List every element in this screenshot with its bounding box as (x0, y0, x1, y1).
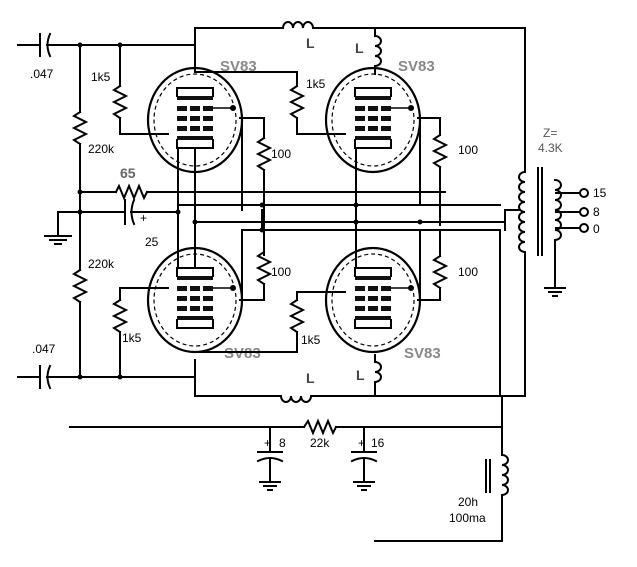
grid-segment (177, 116, 187, 121)
grid-segment (368, 126, 378, 131)
grid-segment (190, 126, 200, 131)
grid-segment (203, 286, 213, 291)
grid-stop-tl-label: 100 (271, 147, 291, 161)
tap-0-label: 0 (593, 222, 600, 236)
grid-res-top-label: 220k (88, 142, 115, 156)
grid-leak-network: 220k 220k 65 25 + (44, 44, 446, 378)
filter-cap-2-label: 16 (371, 436, 385, 450)
grid-segment (177, 306, 187, 311)
tube-top-right (324, 66, 422, 174)
cap-in-top-label: .047 (30, 67, 54, 81)
grid-segment (381, 296, 391, 301)
choke-bottom: L L (194, 354, 519, 403)
grid-segment (177, 126, 187, 131)
cathode-bar (355, 136, 391, 140)
tubes-layer (146, 66, 422, 354)
grid-segment (190, 286, 200, 291)
tube-label-bottom-right: SV83 (404, 345, 441, 362)
grid-segment (355, 296, 365, 301)
grid-segment (190, 106, 200, 111)
filter-plus-1: + (264, 436, 271, 450)
filter-cap-1-label: 8 (279, 436, 286, 450)
tube-label-bottom-left: SV83 (224, 345, 261, 362)
grid-segment (177, 296, 187, 301)
grid-segment (355, 286, 365, 291)
plate-bar (177, 96, 213, 100)
grid-segment (177, 286, 187, 291)
choke-bot-h-label: L (306, 370, 315, 386)
grid-segment (203, 296, 213, 301)
grid-segment (203, 306, 213, 311)
grid-stop-bl-label: 100 (271, 265, 291, 279)
grid-segment (203, 126, 213, 131)
g2-res-tr-label: 1k5 (306, 77, 326, 91)
grid-segment (381, 126, 391, 131)
choke-top-h-label: L (306, 35, 315, 51)
grid-segment (368, 296, 378, 301)
tap-15-label: 15 (593, 186, 607, 200)
power-filter: 22k + 8 + 16 20h 100ma (69, 395, 509, 542)
cathode-bar (355, 316, 391, 320)
grid-segment (368, 306, 378, 311)
filter-res-label: 22k (310, 436, 330, 450)
cathode-cap-plus: + (140, 211, 147, 225)
grid-segment (381, 286, 391, 291)
grid-res-bottom-label: 220k (88, 257, 115, 271)
g2-res-tl-label: 1k5 (91, 70, 111, 84)
input-bottom: .047 (17, 342, 196, 390)
choke-bot-v-label: L (356, 367, 365, 383)
choke-big-label-2: 100ma (449, 511, 486, 525)
grid-segment (203, 116, 213, 121)
grid-segment (381, 106, 391, 111)
cap-in-bottom-label: .047 (32, 342, 56, 356)
cathode-cap-label: 25 (145, 235, 159, 249)
grid-stoppers: 100 100 100 100 (239, 117, 478, 301)
tap-8-label: 8 (593, 205, 600, 219)
choke-big-label-1: 20h (458, 495, 478, 509)
grid-segment (177, 106, 187, 111)
grid-segment (355, 106, 365, 111)
plate-bar (355, 276, 391, 280)
grid-segment (355, 116, 365, 121)
grid-segment (190, 296, 200, 301)
impedance-label-2: 4.3K (538, 141, 563, 155)
grid-segment (368, 286, 378, 291)
grid-stop-tr-label: 100 (458, 143, 478, 157)
grid-segment (381, 306, 391, 311)
choke-top-v-label: L (355, 40, 364, 56)
centre-wiring (77, 42, 506, 380)
g2-resistors: 1k5 1k5 1k5 1k5 (91, 44, 346, 378)
cathode-bar (177, 136, 213, 140)
plate-bar (177, 276, 213, 280)
grid-segment (190, 306, 200, 311)
grid-segment (203, 106, 213, 111)
g2-res-br-label: 1k5 (301, 333, 321, 347)
output-transformer: 15 8 0 Z= 4.3K (499, 27, 607, 397)
filter-plus-2: + (358, 436, 365, 450)
g2-res-bl-label: 1k5 (122, 331, 142, 345)
plate-bar (355, 96, 391, 100)
cathode-res-label: 65 (120, 165, 136, 181)
grid-stop-br-label: 100 (458, 265, 478, 279)
tube-label-top-left: SV83 (220, 58, 257, 75)
grid-segment (190, 116, 200, 121)
cathode-bar (177, 316, 213, 320)
grid-segment (381, 116, 391, 121)
tube-label-top-right: SV83 (398, 58, 435, 75)
choke-top: L L (194, 21, 526, 75)
grid-segment (368, 116, 378, 121)
grid-segment (355, 306, 365, 311)
grid-segment (368, 106, 378, 111)
impedance-label-1: Z= (543, 126, 557, 140)
grid-segment (355, 126, 365, 131)
tube-bottom-right (324, 246, 422, 354)
